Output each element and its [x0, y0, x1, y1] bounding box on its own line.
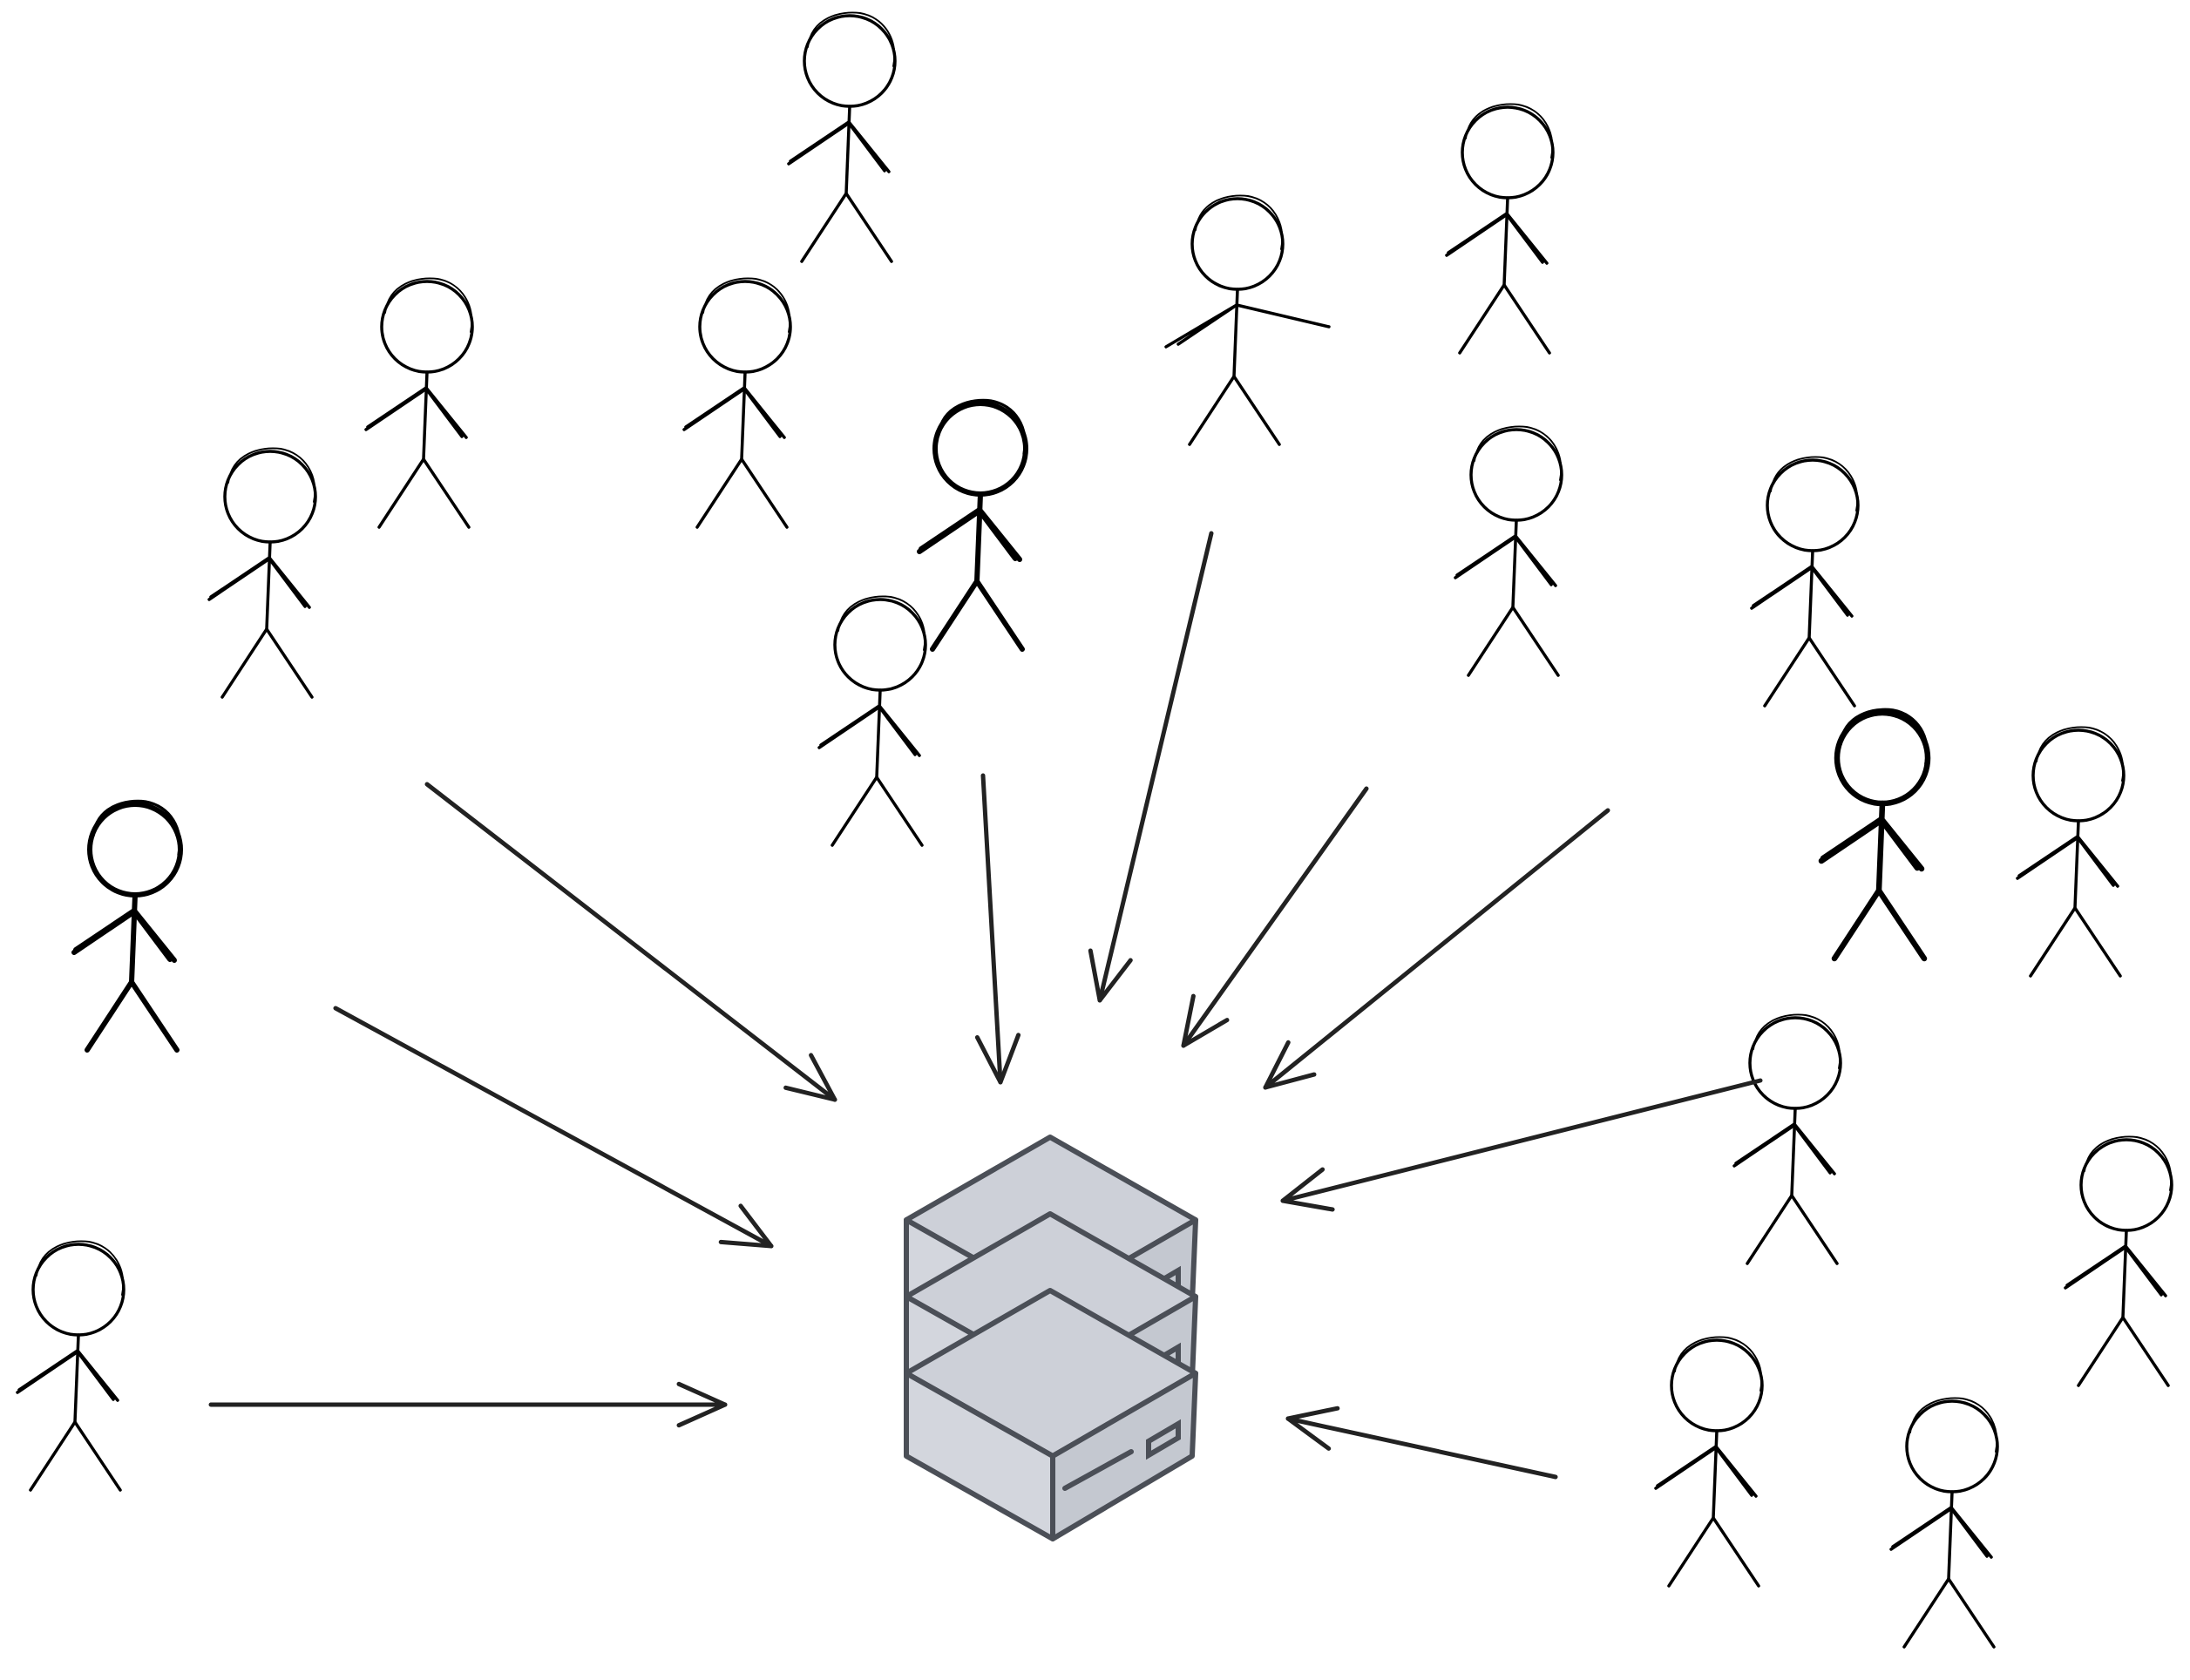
head [1905, 1399, 1999, 1494]
user-stick-figure-icon [1654, 1336, 1764, 1588]
head [87, 802, 183, 898]
user-stick-figure-icon [1454, 425, 1563, 677]
server-unit-3 [904, 1288, 1198, 1541]
request-arrow [1181, 786, 1369, 1048]
request-arrow [1088, 531, 1214, 1003]
head [1766, 458, 1860, 552]
user-stick-figure-icon [207, 447, 317, 699]
user-stick-figure-icon [1750, 456, 1860, 708]
user-stick-figure-icon [1818, 708, 1931, 962]
user-stick-figure-icon [1164, 194, 1331, 446]
user-stick-figure-icon [1889, 1397, 1999, 1649]
arrowhead [783, 1053, 837, 1102]
request-arrow [424, 782, 837, 1102]
user-stick-figure-icon [71, 799, 183, 1053]
head [2079, 1138, 2173, 1232]
head [1469, 428, 1563, 522]
arrowhead [676, 1381, 728, 1428]
head [380, 280, 474, 374]
users-group [16, 11, 2173, 1649]
user-stick-figure-icon [917, 398, 1028, 652]
head [698, 280, 792, 374]
user-stick-figure-icon [364, 277, 474, 529]
arrowhead [1181, 993, 1230, 1048]
head [1748, 1016, 1842, 1110]
head [1834, 709, 1931, 807]
head [1190, 197, 1285, 291]
head [1461, 105, 1555, 200]
user-stick-figure-icon [2016, 726, 2126, 978]
arrowhead [1088, 948, 1133, 1003]
user-stick-figure-icon [817, 595, 927, 847]
request-arrow [1285, 1406, 1558, 1480]
server-rack-icon [904, 1135, 1198, 1541]
user-stick-figure-icon [2064, 1135, 2173, 1387]
request-arrow [333, 1006, 774, 1249]
user-stick-figure-icon [787, 11, 897, 263]
head [223, 450, 317, 544]
arrowhead [974, 1033, 1021, 1085]
user-stick-figure-icon [16, 1240, 125, 1492]
arrowhead [718, 1203, 774, 1249]
user-stick-figure-icon [1445, 103, 1555, 355]
head [1670, 1338, 1764, 1433]
arrowhead [1280, 1167, 1335, 1212]
user-stick-figure-icon [682, 277, 792, 529]
requests-group [208, 531, 1763, 1480]
arrowhead [1285, 1406, 1340, 1451]
request-arrow [208, 1381, 728, 1428]
head [2031, 728, 2126, 823]
head [31, 1243, 125, 1337]
head [833, 598, 927, 692]
head [932, 401, 1028, 497]
head [803, 14, 897, 108]
arrowhead [1263, 1040, 1317, 1090]
request-arrow [1280, 1078, 1763, 1212]
request-arrow [1263, 808, 1610, 1090]
user-stick-figure-icon [1732, 1013, 1842, 1265]
request-arrow [974, 773, 1021, 1085]
